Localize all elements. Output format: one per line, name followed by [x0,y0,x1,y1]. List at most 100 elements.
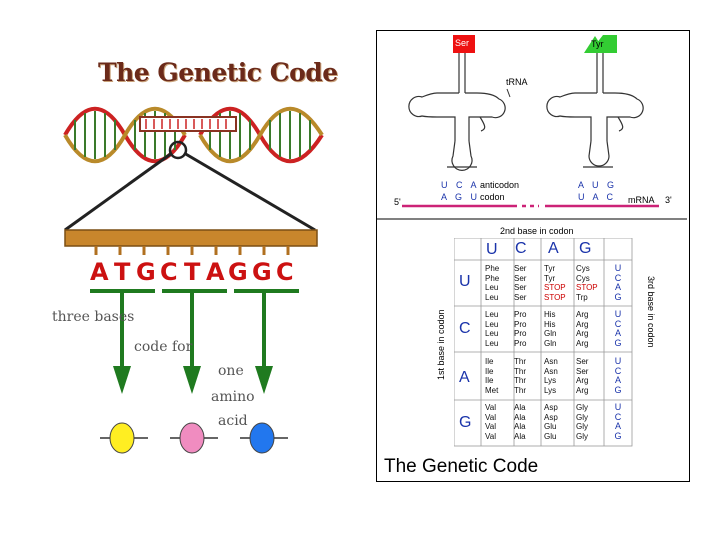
gene-segment [139,116,237,132]
second-base-G: G [579,240,592,257]
codon-value: A [614,328,621,338]
zoom-circle [168,140,188,160]
codon-value: C [614,318,622,329]
sequence-letter: T [114,258,131,286]
codon-value: Cys [576,273,590,283]
tyr-label: Tyr [591,39,604,49]
codon-value: Leu [485,283,499,292]
codon-value: Gly [576,412,588,422]
codon-value: Val [485,431,496,441]
codon-value: C [614,272,622,283]
codon-value: Pro [514,338,527,348]
second-base-label: 2nd base in codon [500,226,574,236]
trna-label: tRNA [506,77,528,87]
second-base-U: U [486,241,498,258]
third-base-label: 3rd base in codon [646,276,656,348]
codon-value: Gly [576,431,588,441]
sequence-letter: C [160,258,178,286]
codon-value: Ser [514,283,527,292]
mrna-label: mRNA [628,195,655,205]
codon-value: Tyr [544,264,556,273]
left-codon: A G U [441,192,481,202]
codon-value: Val [485,422,496,431]
translation-arrows [90,289,299,454]
codon-value: A [614,282,621,292]
codon-value: Leu [485,329,499,338]
codon-value: Arg [576,385,589,395]
codon-value: C [614,411,622,422]
trna-right [546,53,644,168]
codon-value: Cys [576,264,590,273]
ser-label: Ser [455,38,470,48]
codon-value: Arg [576,310,589,319]
amino-acid-ball [109,422,135,454]
amino-acid-ball [249,422,275,454]
codon-value: STOP [544,283,566,292]
sequence-letter: G [252,258,272,286]
codon-value: Asp [544,403,558,412]
right-anticodon: A U G [578,180,618,190]
codon-value: G [614,291,622,302]
sequence-letter: T [184,258,201,286]
codon-value: His [544,310,556,319]
zoom-line-left [64,151,173,232]
codon-value: Ser [514,273,527,283]
arrow-head [255,366,273,394]
codon-value: STOP [576,283,598,292]
codon-value: Phe [485,264,500,273]
codon-value: Arg [576,329,589,338]
codon-value: Leu [485,310,499,319]
codon-value: Asp [544,412,558,422]
codon-value: Leu [485,338,499,348]
ser-box [453,35,475,53]
codon-value: Ile [485,376,494,385]
codon-value: Ala [514,403,526,412]
label-amino: amino [211,389,255,405]
codon-value: Ala [514,422,526,431]
codon-value: Ser [514,264,527,273]
label-three-bases: three bases [52,309,135,325]
left-title: The Genetic Code [98,58,338,87]
codon-value: Leu [485,292,499,302]
sequence-letter: G [228,258,248,286]
dna-illustration [63,106,324,255]
codon-value: Arg [576,338,589,348]
codon-value: A [614,421,621,431]
anticodon-label: anticodon [480,180,520,190]
first-base-C: C [459,320,471,337]
right-codon: U A C [578,192,617,202]
genetic-code-title: The Genetic Code [384,456,539,477]
zoom-line-right [183,151,316,232]
codon-value: Ala [514,412,526,422]
codon-value: U [614,402,622,412]
codon-value: Gly [576,403,588,412]
codon-value: Glu [544,422,557,431]
codon-value: G [614,337,622,348]
trna-left [408,53,506,171]
codon-value: Phe [485,273,500,283]
codon-value: Ile [485,357,494,366]
codon-value: STOP [544,292,566,302]
arrow-head [113,366,131,394]
codon-value: Glu [544,431,557,441]
first-base-A: A [459,369,470,386]
second-base-A: A [548,240,559,257]
gene-bar [64,229,318,247]
